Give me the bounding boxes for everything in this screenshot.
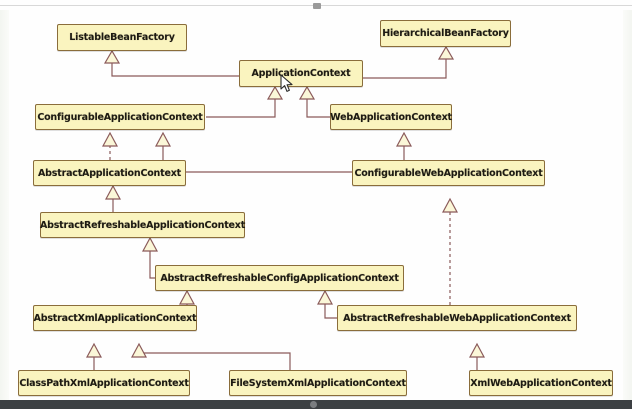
class-node-abstract-refreshable-web-application-context[interactable]: AbstractRefreshableWebApplicationContext (337, 305, 577, 331)
playhead-icon[interactable] (310, 401, 317, 408)
class-node-label: ClassPathXmlApplicationContext (19, 377, 189, 389)
edge-configappctx-appctx (206, 99, 276, 118)
class-node-label: ApplicationContext (251, 68, 351, 79)
class-node-application-context[interactable]: ApplicationContext (239, 60, 363, 87)
class-node-abstract-refreshable-config-application-context[interactable]: AbstractRefreshableConfigApplicationCont… (155, 265, 404, 291)
edge-refreshableweb-refreshableconfig (324, 304, 337, 319)
class-node-listable-bean-factory[interactable]: ListableBeanFactory (57, 24, 187, 51)
class-node-classpath-xml-application-context[interactable]: ClassPathXmlApplicationContext (18, 370, 190, 396)
class-node-label: AbstractRefreshableConfigApplicationCont… (160, 272, 399, 284)
left-gutter (0, 10, 9, 400)
class-node-label: AbstractRefreshableApplicationContext (39, 219, 246, 231)
class-node-label: ConfigurableWebApplicationContext (354, 167, 543, 179)
class-node-xml-web-application-context[interactable]: XmlWebApplicationContext (469, 370, 613, 396)
edge-appctx-listablebeanfactory (111, 63, 239, 77)
edge-filesystemxml-abstractxml (138, 352, 291, 370)
class-node-label: ListableBeanFactory (69, 32, 175, 43)
class-node-label: AbstractRefreshableWebApplicationContext (343, 312, 571, 324)
class-node-label: AbstractApplicationContext (38, 167, 181, 179)
class-node-label: XmlWebApplicationContext (470, 377, 612, 389)
class-node-abstract-application-context[interactable]: AbstractApplicationContext (33, 160, 186, 186)
right-gutter (623, 10, 632, 400)
playhead-icon[interactable] (313, 3, 321, 9)
edge-appctx-hierarchicalbeanfactory (363, 59, 447, 79)
class-node-label: AbstractXmlApplicationContext (33, 312, 197, 324)
class-node-hierarchical-bean-factory[interactable]: HierarchicalBeanFactory (380, 20, 511, 47)
class-node-filesystem-xml-application-context[interactable]: FileSystemXmlApplicationContext (229, 370, 407, 396)
class-node-abstract-refreshable-application-context[interactable]: AbstractRefreshableApplicationContext (40, 212, 245, 238)
class-node-label: HierarchicalBeanFactory (382, 28, 509, 39)
class-node-abstract-xml-application-context[interactable]: AbstractXmlApplicationContext (33, 305, 197, 331)
mouse-cursor-icon (280, 74, 293, 92)
class-node-label: FileSystemXmlApplicationContext (230, 377, 406, 389)
class-node-web-application-context[interactable]: WebApplicationContext (330, 104, 452, 130)
edge-webappctx-appctx (306, 99, 330, 118)
class-node-label: WebApplicationContext (330, 111, 452, 123)
class-node-configurable-web-application-context[interactable]: ConfigurableWebApplicationContext (352, 160, 545, 186)
class-node-label: ConfigurableApplicationContext (37, 111, 203, 123)
class-node-configurable-application-context[interactable]: ConfigurableApplicationContext (35, 104, 205, 130)
edge-configwebappctx-configappctx (162, 146, 352, 173)
